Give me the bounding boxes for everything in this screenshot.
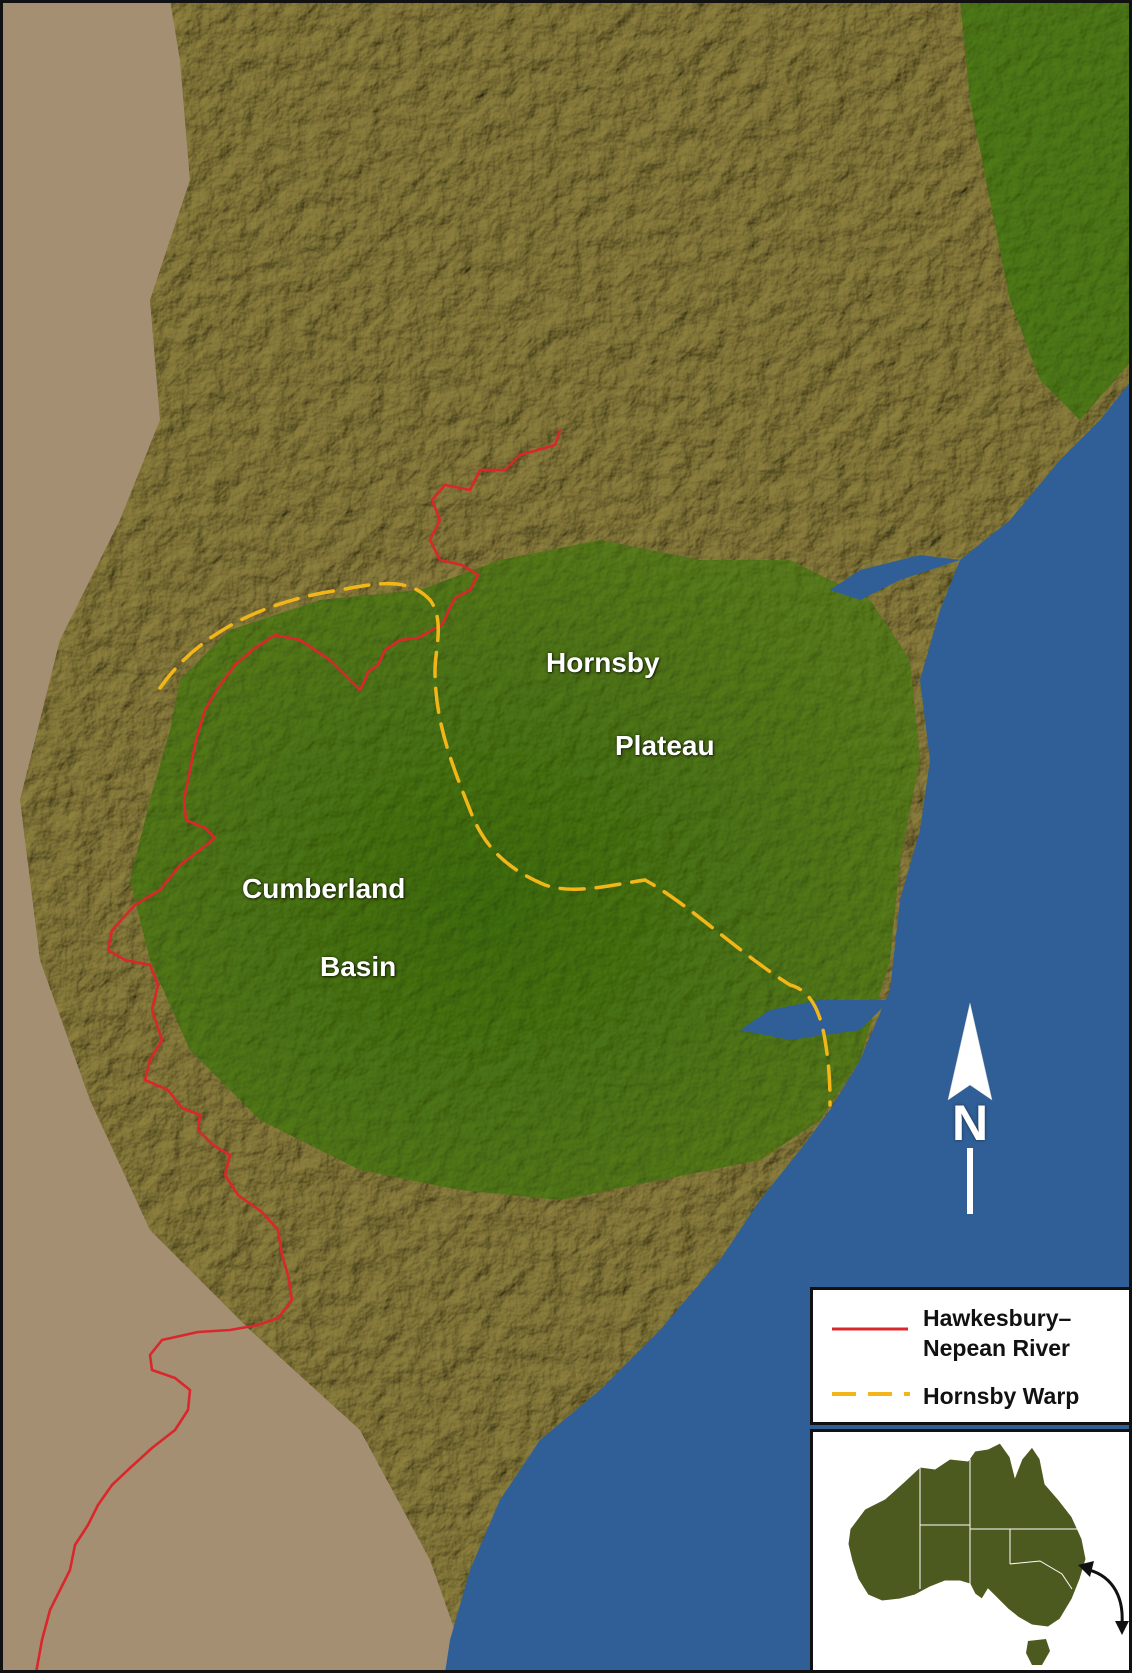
north-letter: N [952, 1095, 989, 1151]
legend-river-label-line2: Nepean River [923, 1335, 1071, 1361]
hornsby-warp-line [158, 581, 832, 1107]
estuary-inlet [830, 555, 960, 600]
coastal-lowland-north [960, 0, 1132, 420]
label-hornsby: Hornsby [546, 647, 660, 678]
hawkesbury-nepean-river [34, 429, 562, 1673]
curved-arrow-icon [1078, 1561, 1129, 1635]
label-plateau: Plateau [615, 730, 715, 761]
legend-symbols [832, 1327, 910, 1396]
north-arrow-icon [947, 1002, 993, 1214]
estuary-inlet [740, 1000, 890, 1040]
legend: Hawkesbury– Nepean River Hornsby Warp [810, 1287, 1132, 1425]
legend-river-label-line1: Hawkesbury– [923, 1305, 1072, 1331]
state-border [1009, 1560, 1073, 1590]
label-basin: Basin [320, 951, 397, 982]
australia-mainland [847, 1442, 1087, 1628]
lowland-terrain [130, 540, 920, 1200]
australia-inset-svg [847, 1442, 1129, 1665]
legend-warp-label: Hornsby Warp [923, 1383, 1080, 1409]
label-cumberland: Cumberland [242, 873, 406, 904]
australia-inset [810, 1429, 1132, 1673]
tasmania [1026, 1639, 1050, 1665]
